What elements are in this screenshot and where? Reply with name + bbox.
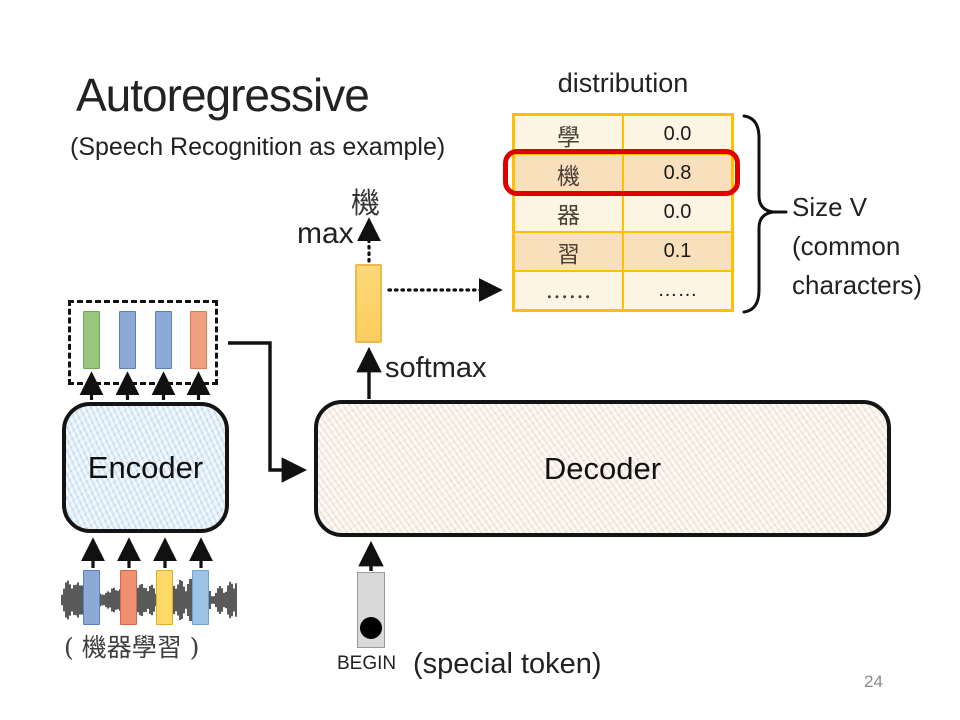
table-cell-char: 習 [514,232,623,271]
encoder-input-arrow-icons [81,537,213,568]
encoder-label: Encoder [87,449,204,485]
feature-vector-blue [155,311,172,369]
highlighted-row-box [503,149,740,196]
slide-title: Autoregressive [76,69,370,121]
audio-segment-blue [83,570,100,625]
probability-table: 學 0.0 機 0.8 器 0.0 習 0.1 …… …… [512,113,734,312]
audio-transcript-label: ( 機器學習 ) [64,633,200,662]
audio-segment-lightblue [192,570,209,625]
size-v-brace-icon [742,114,788,314]
begin-token-dot-icon [360,617,382,639]
size-v-note: Size V (common characters) [792,192,923,300]
output-distribution-vector [355,264,382,343]
table-cell-prob: 0.0 [623,193,732,232]
decoder-label: Decoder [543,450,662,486]
max-label: max [297,217,354,250]
audio-segment-yellow [156,570,173,625]
table-cell-prob: 0.8 [623,154,732,193]
encoder-block: Encoder [62,402,229,533]
special-token-note: (special token) [413,648,602,680]
page-number: 24 [864,672,883,691]
table-cell-prob: 0.0 [623,115,732,154]
table-cell-char: …… [514,271,623,310]
begin-label: BEGIN [337,653,397,674]
feature-vector-orange [190,311,207,369]
feature-vector-green [83,311,100,369]
encoder-to-decoder-connector [228,341,308,483]
table-cell-prob: 0.1 [623,232,732,271]
slide-subtitle: (Speech Recognition as example) [70,133,446,161]
audio-segment-salmon [120,570,137,625]
softmax-label: softmax [385,352,487,384]
table-cell-char: 器 [514,193,623,232]
table-cell-prob: …… [623,271,732,310]
encoder-feature-box [68,300,218,385]
predicted-character: 機 [351,186,381,220]
table-cell-char: 機 [514,154,623,193]
feature-vector-blue [119,311,136,369]
distribution-label: distribution [557,68,689,98]
decoder-block: Decoder [314,400,891,537]
